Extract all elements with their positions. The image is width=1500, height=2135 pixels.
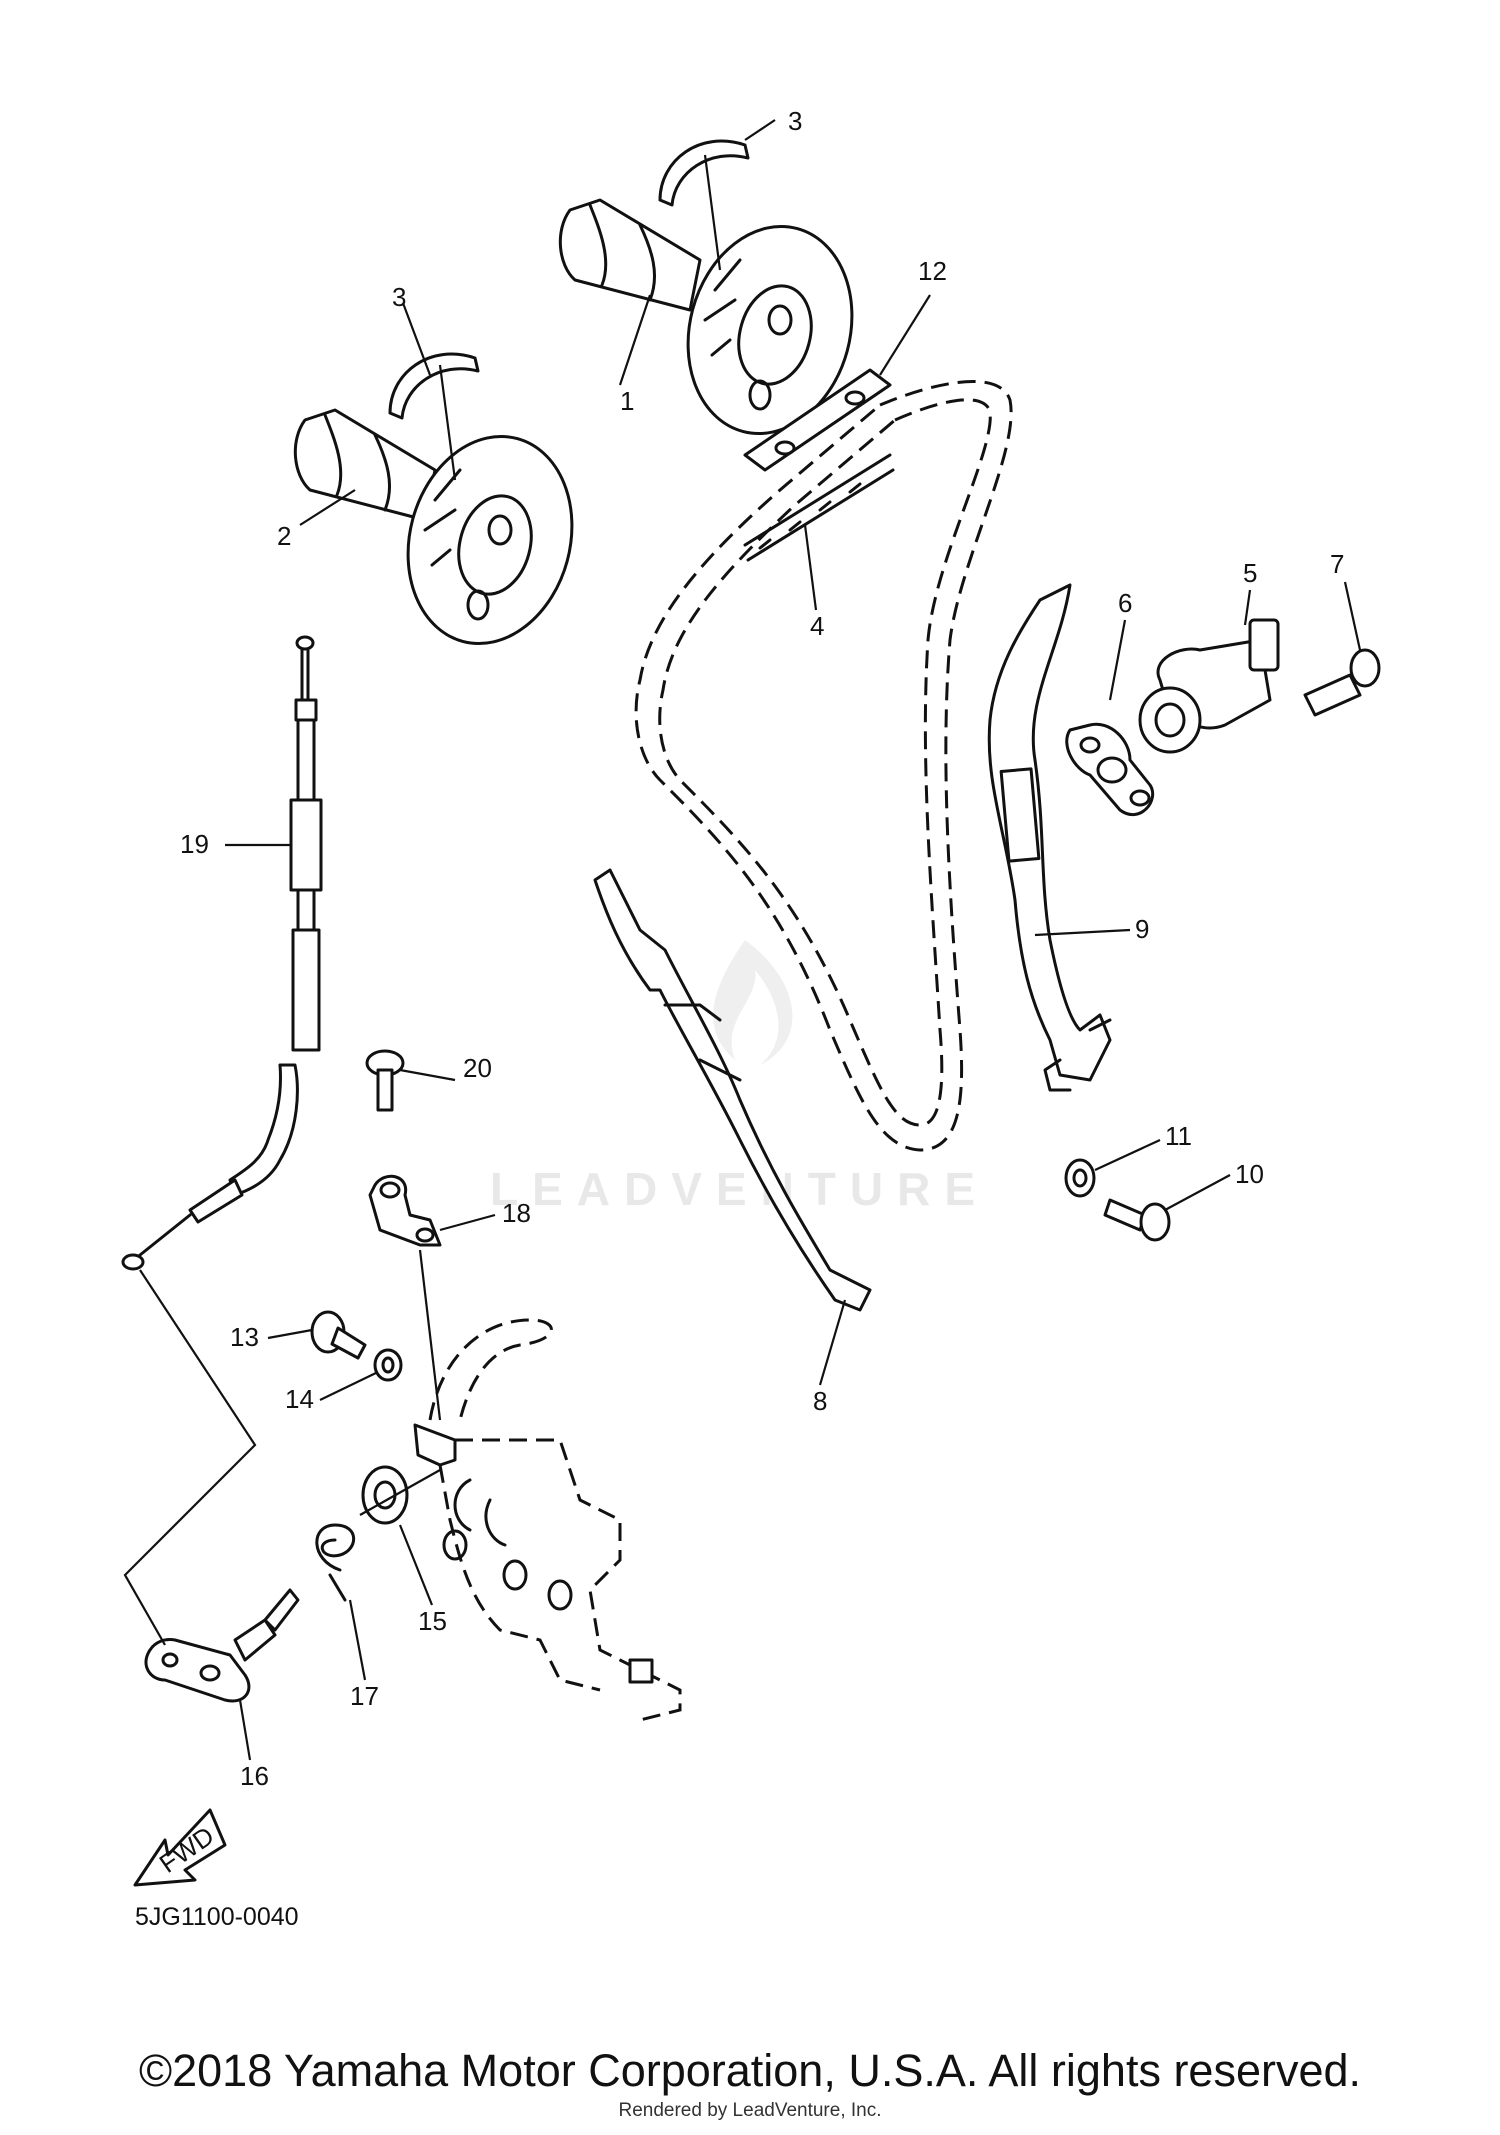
callout-14: 14 bbox=[285, 1384, 314, 1414]
timing-chain-4[interactable] bbox=[634, 380, 1013, 1152]
bolt-13[interactable] bbox=[310, 1310, 367, 1360]
callout-19: 19 bbox=[180, 829, 209, 859]
washer-11[interactable] bbox=[1064, 1158, 1096, 1198]
bolt-20[interactable] bbox=[365, 1049, 405, 1112]
callout-16: 16 bbox=[240, 1761, 269, 1791]
callout-7: 7 bbox=[1330, 549, 1344, 579]
callout-3-upper: 3 bbox=[788, 106, 802, 136]
callout-13: 13 bbox=[230, 1322, 259, 1352]
callout-18: 18 bbox=[502, 1198, 531, 1228]
cam-chain-tensioner-5[interactable] bbox=[1138, 618, 1280, 754]
chain-guide-12[interactable] bbox=[743, 368, 892, 472]
circlip-3-lower[interactable] bbox=[388, 352, 480, 420]
watermark-text: LEADVENTURE bbox=[490, 1163, 989, 1215]
camshaft-2[interactable] bbox=[293, 408, 594, 662]
callout-3-lower: 3 bbox=[392, 282, 406, 312]
callout-10: 10 bbox=[1235, 1159, 1264, 1189]
rendered-by-notice: Rendered by LeadVenture, Inc. bbox=[618, 2100, 882, 2121]
callout-15: 15 bbox=[418, 1606, 447, 1636]
callout-12: 12 bbox=[918, 256, 947, 286]
spring-17[interactable] bbox=[315, 1523, 356, 1602]
decompression-lever-18[interactable] bbox=[368, 1174, 442, 1247]
circlip-3-upper[interactable] bbox=[658, 139, 750, 207]
callout-2: 2 bbox=[277, 521, 291, 551]
diagram-code: 5JG1100-0040 bbox=[135, 1903, 299, 1931]
bolt-7[interactable] bbox=[1303, 648, 1381, 717]
callout-8: 8 bbox=[813, 1386, 827, 1416]
chain-guide-9[interactable] bbox=[987, 583, 1112, 1092]
cylinder-head-outline bbox=[413, 1318, 682, 1722]
callout-11: 11 bbox=[1165, 1121, 1192, 1151]
copyright-notice: ©2018 Yamaha Motor Corporation, U.S.A. A… bbox=[138, 2045, 1362, 2096]
oil-seal-15[interactable] bbox=[361, 1465, 409, 1525]
watermark: LEADVENTURE bbox=[490, 940, 989, 1215]
callout-17: 17 bbox=[350, 1681, 379, 1711]
washer-14[interactable] bbox=[373, 1348, 403, 1382]
bolt-10[interactable] bbox=[1103, 1198, 1171, 1242]
forward-direction-arrow: FWD bbox=[133, 1808, 227, 1887]
camshaft-1[interactable] bbox=[558, 198, 874, 452]
leader-lines bbox=[225, 119, 1362, 1761]
callout-6: 6 bbox=[1118, 588, 1132, 618]
decompression-shaft-16[interactable] bbox=[144, 1588, 300, 1703]
tensioner-gasket-6[interactable] bbox=[1065, 722, 1155, 817]
decompression-cable-19[interactable] bbox=[121, 635, 323, 1271]
callout-20: 20 bbox=[463, 1053, 492, 1083]
callout-9: 9 bbox=[1135, 914, 1149, 944]
callout-4: 4 bbox=[810, 611, 824, 641]
chain-guide-8[interactable] bbox=[593, 868, 872, 1312]
callout-labels: 1 2 3 3 4 5 6 7 8 9 10 11 12 13 14 15 16… bbox=[180, 106, 1344, 1791]
cable-routing-lines bbox=[123, 1249, 442, 1646]
callout-5: 5 bbox=[1243, 558, 1257, 588]
callout-1: 1 bbox=[620, 386, 634, 416]
